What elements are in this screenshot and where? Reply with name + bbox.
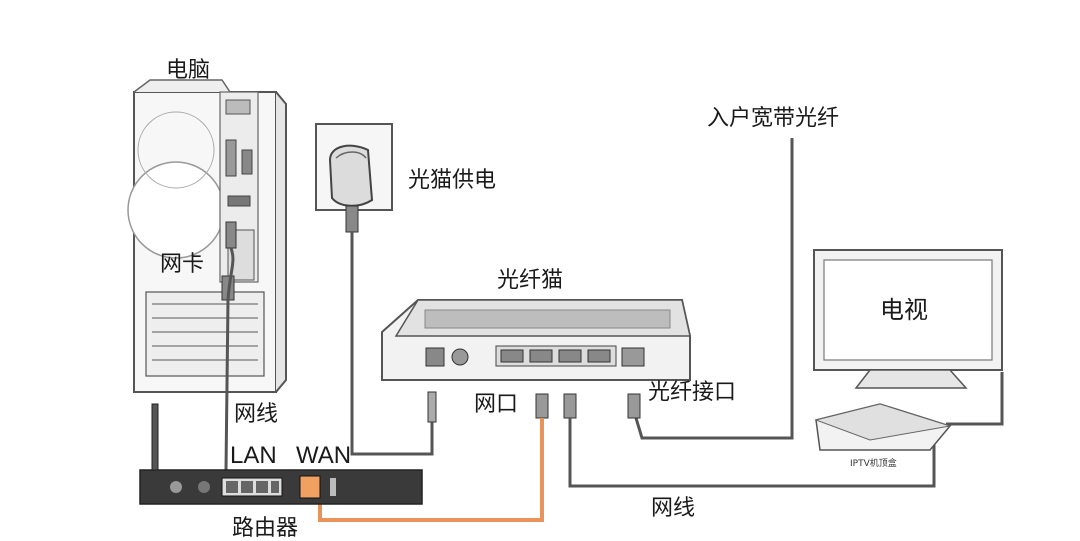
label-wan: WAN	[296, 442, 352, 469]
fiber-cable	[627, 138, 794, 440]
television	[813, 249, 1004, 426]
modem-port-cables	[318, 393, 936, 522]
label-modem-power: 光猫供电	[408, 168, 497, 193]
label-network-port: 网口	[474, 392, 519, 417]
modem-power-socket	[315, 123, 437, 456]
optical-modem	[381, 299, 691, 381]
label-fiber-port: 光纤接口	[648, 380, 737, 405]
iptv-box	[814, 403, 952, 451]
label-router: 路由器	[232, 516, 299, 541]
label-iptv-box: IPTV机顶盒	[850, 459, 897, 469]
label-network-card: 网卡	[160, 252, 205, 277]
cable-computer-to-lan	[221, 221, 237, 471]
label-cable-left: 网线	[234, 402, 279, 427]
label-computer: 电脑	[166, 58, 211, 83]
computer-tower	[127, 79, 287, 393]
label-lan: LAN	[230, 442, 277, 469]
router	[139, 403, 423, 505]
label-optical-modem: 光纤猫	[497, 268, 564, 293]
label-fiber-in: 入户宽带光纤	[707, 106, 840, 131]
label-cable-bottom: 网线	[651, 496, 696, 521]
label-tv: 电视	[880, 296, 928, 324]
